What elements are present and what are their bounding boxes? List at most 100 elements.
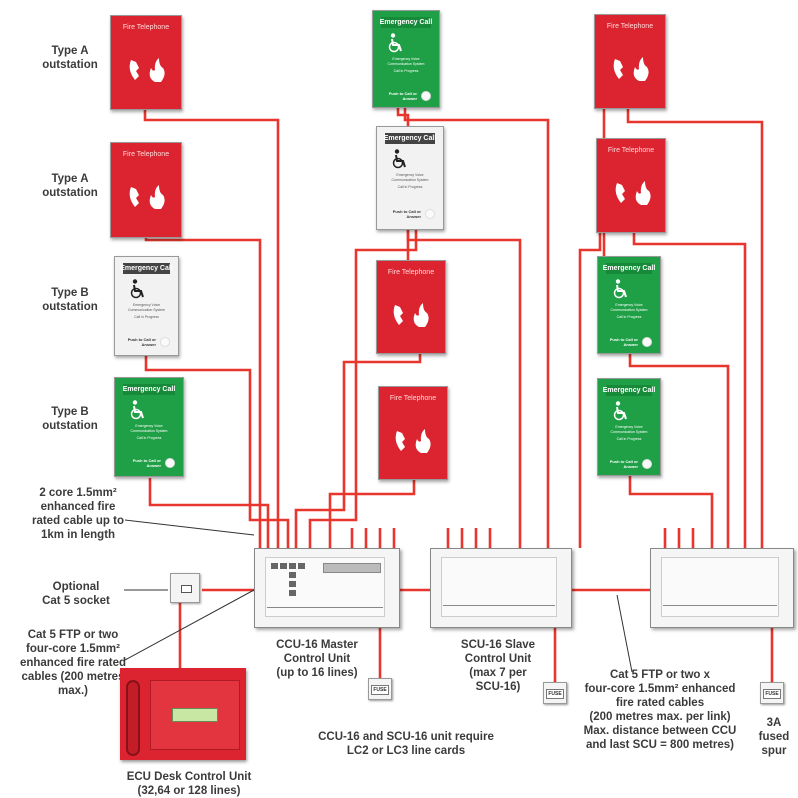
cable-c3-6 (578, 232, 602, 548)
push-text: Push to Call or Answer (388, 91, 417, 101)
phone-flame-icon (613, 57, 649, 81)
cable-c2-4 (328, 480, 416, 548)
label-line-cards: CCU-16 and SCU-16 unit require LC2 or LC… (318, 731, 494, 757)
label-fused-spur: 3A fused spur (758, 717, 790, 757)
wheelchair-icon (130, 279, 144, 299)
emergency-call-outstation: Emergency Call Emergency Voice Communica… (597, 256, 661, 354)
fire-telephone-outstation: Fire Telephone (376, 260, 446, 354)
emergency-call-outstation: Emergency Call Emergency Voice Communica… (597, 378, 661, 476)
ecu-desk-control-unit (120, 668, 246, 760)
emergency-call-outstation: Emergency Call Emergency Voice Communica… (114, 377, 184, 477)
panel-title: Fire Telephone (607, 147, 655, 154)
fuse-label: FUSE (763, 689, 781, 699)
panel-title: Fire Telephone (122, 151, 170, 158)
panel-subtext: Emergency Voice Communication System (128, 303, 165, 312)
phone-flame-icon (129, 58, 165, 82)
unit-keypad (271, 563, 307, 597)
push-text: Push to Call or Answer (609, 337, 638, 347)
push-button[interactable] (425, 209, 435, 219)
phone-flame-icon (395, 429, 431, 453)
phone-flame-icon (393, 303, 429, 327)
fuse-spur: FUSE (760, 682, 784, 704)
scu16-slave-control-unit-2 (650, 548, 794, 628)
panel-subtext: Call in Progress (393, 69, 419, 73)
cable-c3-3 (628, 354, 730, 548)
label-ecu: ECU Desk Control Unit (32,64 or 128 line… (126, 771, 252, 797)
panel-title: Emergency Call (122, 386, 176, 393)
label-ccu16: CCU-16 Master Control Unit (up to 16 lin… (276, 639, 358, 679)
push-text: Push to Call or Answer (127, 337, 156, 347)
wheelchair-icon (130, 400, 144, 420)
cable-c3-1 (626, 108, 764, 548)
push-button[interactable] (160, 337, 170, 347)
fuse-spur: FUSE (368, 678, 392, 700)
label-cable-2core: 2 core 1.5mm² enhanced fire rated cable … (31, 487, 125, 541)
panel-title: Emergency Call (383, 135, 437, 142)
label-type-b-1: Type B outstation (42, 287, 98, 313)
panel-title: Fire Telephone (389, 395, 437, 402)
emergency-call-outstation: Emergency Call Emergency Voice Communica… (376, 126, 444, 230)
push-text: Push to Call or Answer (609, 459, 638, 469)
cable-c2-2 (308, 230, 418, 548)
cable-c3-4 (628, 476, 714, 548)
cable-a1 (143, 110, 280, 548)
unit-display (323, 563, 381, 573)
cat5-socket[interactable] (170, 573, 200, 603)
fuse-spur: FUSE (543, 682, 567, 704)
label-optional-socket: Optional Cat 5 socket (42, 581, 110, 607)
label-scu16: SCU-16 Slave Control Unit (max 7 per SCU… (460, 639, 536, 693)
phone-flame-icon (615, 181, 651, 205)
panel-title: Fire Telephone (606, 23, 654, 30)
label-cat5-left: Cat 5 FTP or two four-core 1.5mm² enhanc… (19, 629, 127, 697)
cable-c3-2 (632, 232, 747, 548)
panel-subtext: Call in Progress (136, 436, 162, 440)
push-button[interactable] (642, 459, 652, 469)
emergency-call-outstation: Emergency Call Emergency Voice Communica… (114, 256, 179, 356)
fire-telephone-outstation: Fire Telephone (110, 15, 182, 110)
label-type-a-2: Type A outstation (42, 173, 98, 199)
cable-c2-5 (403, 108, 550, 548)
fuse-label: FUSE (546, 689, 564, 699)
push-text: Push to Call or Answer (132, 458, 161, 468)
ecu-display (172, 708, 218, 722)
handset-icon (126, 680, 140, 756)
panel-subtext: Emergency Voice Communication System (130, 424, 168, 433)
push-button[interactable] (421, 91, 431, 101)
scu16-slave-control-unit (430, 548, 572, 628)
panel-subtext: Call in Progress (616, 437, 642, 441)
fuse-label: FUSE (371, 685, 389, 695)
wheelchair-icon (613, 401, 627, 421)
panel-subtext: Emergency Voice Communication System (610, 303, 648, 312)
panel-subtext: Emergency Voice Communication System (610, 425, 648, 434)
fire-telephone-outstation: Fire Telephone (110, 142, 182, 238)
wheelchair-icon (392, 149, 406, 169)
cable-c2-6 (406, 230, 522, 548)
wheelchair-icon (613, 279, 627, 299)
fire-telephone-outstation: Fire Telephone (596, 138, 666, 233)
panel-title: Fire Telephone (387, 269, 435, 276)
panel-title: Emergency Call (602, 387, 656, 394)
push-button[interactable] (165, 458, 175, 468)
panel-title: Emergency Call (379, 19, 433, 26)
push-text: Push to Call or Answer (392, 209, 421, 219)
panel-subtext: Call in Progress (616, 315, 642, 319)
label-type-b-2: Type B outstation (42, 406, 98, 432)
panel-title: Fire Telephone (122, 24, 170, 31)
cable-b2 (148, 478, 270, 548)
phone-flame-icon (129, 185, 165, 209)
cable-b1 (144, 356, 290, 548)
emergency-call-outstation: Emergency Call Emergency Voice Communica… (372, 10, 440, 108)
panel-title: Emergency Call (602, 265, 656, 272)
ethernet-port-icon (181, 585, 192, 593)
cable-c2-3 (294, 348, 422, 548)
fire-telephone-outstation: Fire Telephone (378, 386, 448, 480)
fire-telephone-outstation: Fire Telephone (594, 14, 666, 109)
panel-subtext: Emergency Voice Communication System (387, 57, 425, 66)
push-button[interactable] (642, 337, 652, 347)
ccu16-master-control-unit (254, 548, 400, 628)
panel-subtext: Call in Progress (397, 185, 423, 189)
panel-title: Emergency Call (120, 265, 173, 272)
label-type-a-1: Type A outstation (42, 45, 98, 71)
label-cat5-right: Cat 5 FTP or two x four-core 1.5mm² enha… (583, 669, 737, 751)
